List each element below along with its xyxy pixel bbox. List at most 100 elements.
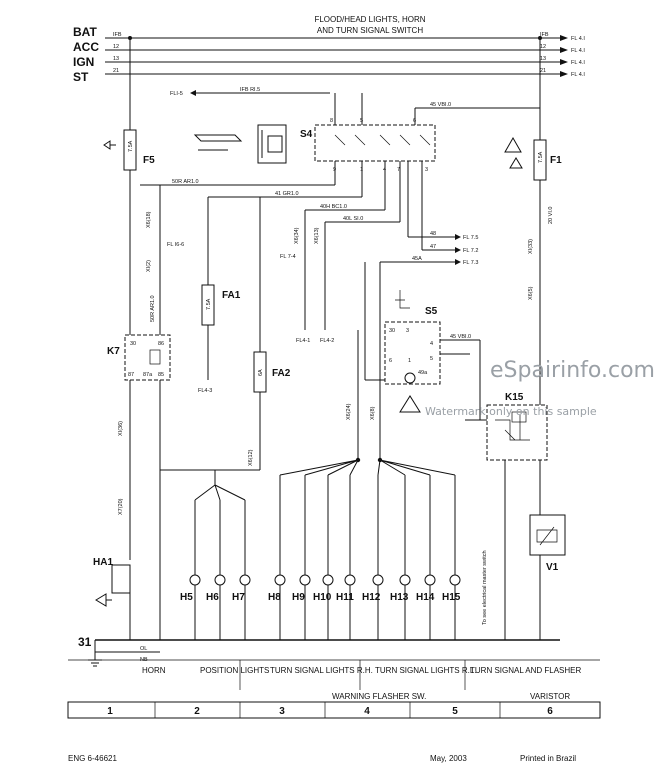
lamp-h15-icon <box>449 574 461 586</box>
switch-s5: S5 30 3 4 5 6 1 49a 45 VBI.0 <box>384 290 481 420</box>
s5-lamp-icon <box>404 372 416 384</box>
watermark-main: eSpairinfo.com <box>490 358 655 383</box>
lamp-h9-icon <box>299 574 311 586</box>
lamp-h11-icon <box>344 574 356 586</box>
lamp-h15-label: H15 <box>442 592 461 603</box>
wire-label-47: 47 <box>430 244 436 250</box>
s4-pin-7: 7 <box>397 167 400 173</box>
rail-wire-acc: 12 <box>113 44 119 50</box>
fuse-f5: 7.5A F5 <box>103 38 155 335</box>
section-warning-flasher: WARNING FLASHER SW. <box>332 692 426 701</box>
stalk-switch-icon <box>257 124 287 164</box>
horn-symbol-icon <box>103 140 116 150</box>
connector-x6-24: X6(24) <box>346 403 352 420</box>
ref-fl7-3: FL 7.3 <box>463 260 478 266</box>
relay-k7: K7 30 86 87 87a 85 50R AR1.0 XI(36) X7(2… <box>107 185 184 640</box>
wire-label-45-vbi: 45 VBI.0 <box>430 102 451 108</box>
rail-label-ign: IGN <box>73 55 94 69</box>
flasher-k15-label: K15 <box>505 392 524 403</box>
ground-node-31: 31 <box>78 635 92 649</box>
section-turn-flasher: TURN SIGNAL AND FLASHER <box>470 666 582 675</box>
grid-bar: 1 2 3 4 5 6 <box>67 701 601 719</box>
s5-pin-6: 6 <box>389 358 392 364</box>
footer-date: May, 2003 <box>430 754 467 763</box>
diagram-title-line1: FLOOD/HEAD LIGHTS, HORN <box>314 15 425 24</box>
fuse-fa2: 6A FA2 X6(12) <box>248 197 291 470</box>
watermark-sub: Watermark only on this sample <box>425 405 597 418</box>
ref-fl4-2: FL4-2 <box>320 338 334 344</box>
horn-ha1-label: HA1 <box>93 557 113 568</box>
wire-label-ifb-ri5: IFB RI.5 <box>240 87 260 93</box>
connector-x6-18: X6(18) <box>146 211 152 228</box>
rail-label-acc: ACC <box>73 40 99 54</box>
rail-dest-acc: FL 4.I <box>571 48 585 54</box>
s5-pin-3: 3 <box>406 328 409 334</box>
rail-label-bat: BAT <box>73 25 97 39</box>
s5-pin-49a: 49a <box>418 370 428 376</box>
rail-dest-bat: FL 4.I <box>571 36 585 42</box>
hazard-triangle-icon <box>504 136 522 153</box>
grid-col-4: 4 <box>364 706 370 717</box>
section-turn-rl: TURN SIGNAL LIGHTS R.L. <box>375 666 477 675</box>
ground-symbol-icon <box>88 659 102 667</box>
fuse-fa1: 7.5A FA1 FL4-3 <box>198 197 241 394</box>
section-horn: HORN <box>142 666 166 675</box>
lamp-h14-icon <box>424 574 436 586</box>
horn-ha1: HA1 <box>93 557 131 640</box>
hazard-triangle-small-icon <box>509 157 523 169</box>
wire-label-48: 48 <box>430 231 436 237</box>
wire-label-50r: 50R AR1.0 <box>172 179 199 185</box>
ground-wire-ol: OL <box>140 646 147 652</box>
switch-s4-label: S4 <box>300 129 313 140</box>
k7-pin-87: 87 <box>128 372 134 378</box>
s5-pin-30: 30 <box>389 328 395 334</box>
rail-wire-ign: 13 <box>113 56 119 62</box>
s4-pin-8: 8 <box>330 118 333 124</box>
wire-label-40l: 40L SI.0 <box>343 216 363 222</box>
switch-s4: S4 8 5 6 9 1 4 7 3 45 VBI.0 <box>193 93 540 173</box>
lamp-h10-label: H10 <box>313 592 332 603</box>
rail-label-st: ST <box>73 70 89 84</box>
rail-dest-st: FL 4.I <box>571 72 585 78</box>
lamp-h6-icon <box>214 574 226 586</box>
hazard-warning-icon <box>399 395 421 413</box>
ref-fl7-2: FL 7.2 <box>463 248 478 254</box>
position-lights: H5 H6 H7 <box>160 469 260 640</box>
rail-wire-st: 21 <box>113 68 119 74</box>
lamp-h8-label: H8 <box>268 592 281 603</box>
turn-lights-rl: H12 H13 H14 H15 <box>362 459 461 640</box>
wire-label-50r-ar: 50R AR1.0 <box>150 295 156 322</box>
footer-doc-id: ENG 6-46621 <box>68 754 117 763</box>
fuse-fa2-rating: 6A <box>258 369 264 376</box>
k7-pin-30: 30 <box>130 341 136 347</box>
rail-wire-bat-right: IFB <box>540 32 549 38</box>
relay-k7-label: K7 <box>107 346 120 357</box>
k7-pin-85: 85 <box>158 372 164 378</box>
note-master-switch: To see electrical master switch <box>482 550 488 625</box>
lamp-h7-label: H7 <box>232 592 245 603</box>
s5-pin-4: 4 <box>430 341 433 347</box>
fuse-fa1-rating: 7.5A <box>206 298 212 310</box>
supply-rails: BAT ACC IGN ST IFB 12 13 21 IFB 12 13 21… <box>73 25 585 84</box>
connector-x6-12: X6(12) <box>248 449 254 466</box>
lamp-h13-label: H13 <box>390 592 409 603</box>
connector-x6-8: X6(8) <box>370 406 376 420</box>
ref-fl4-3: FL4-3 <box>198 388 212 394</box>
k7-pin-86: 86 <box>158 341 164 347</box>
s4-pin-3: 3 <box>425 167 428 173</box>
lamp-h7-icon <box>239 574 251 586</box>
connector-x1-36: XI(36) <box>118 421 124 436</box>
wire-ref-fl1-5: FLI-5 <box>170 91 183 97</box>
k7-pin-87a: 87a <box>143 372 153 378</box>
section-turn-rh: TURN SIGNAL LIGHTS R.H. <box>270 666 373 675</box>
horn-icon <box>95 593 112 607</box>
lamp-h11-label: H11 <box>336 592 354 603</box>
lamp-h10-icon <box>322 574 334 586</box>
wire-label-41: 41 GR1.0 <box>275 191 299 197</box>
rail-wire-st-right: 21 <box>540 68 546 74</box>
connector-x6-5: X6(5) <box>528 286 534 300</box>
ref-fl16-6: FL I6-6 <box>167 242 184 248</box>
rail-dest-ign: FL 4.I <box>571 60 585 66</box>
lamp-h6-label: H6 <box>206 592 219 603</box>
